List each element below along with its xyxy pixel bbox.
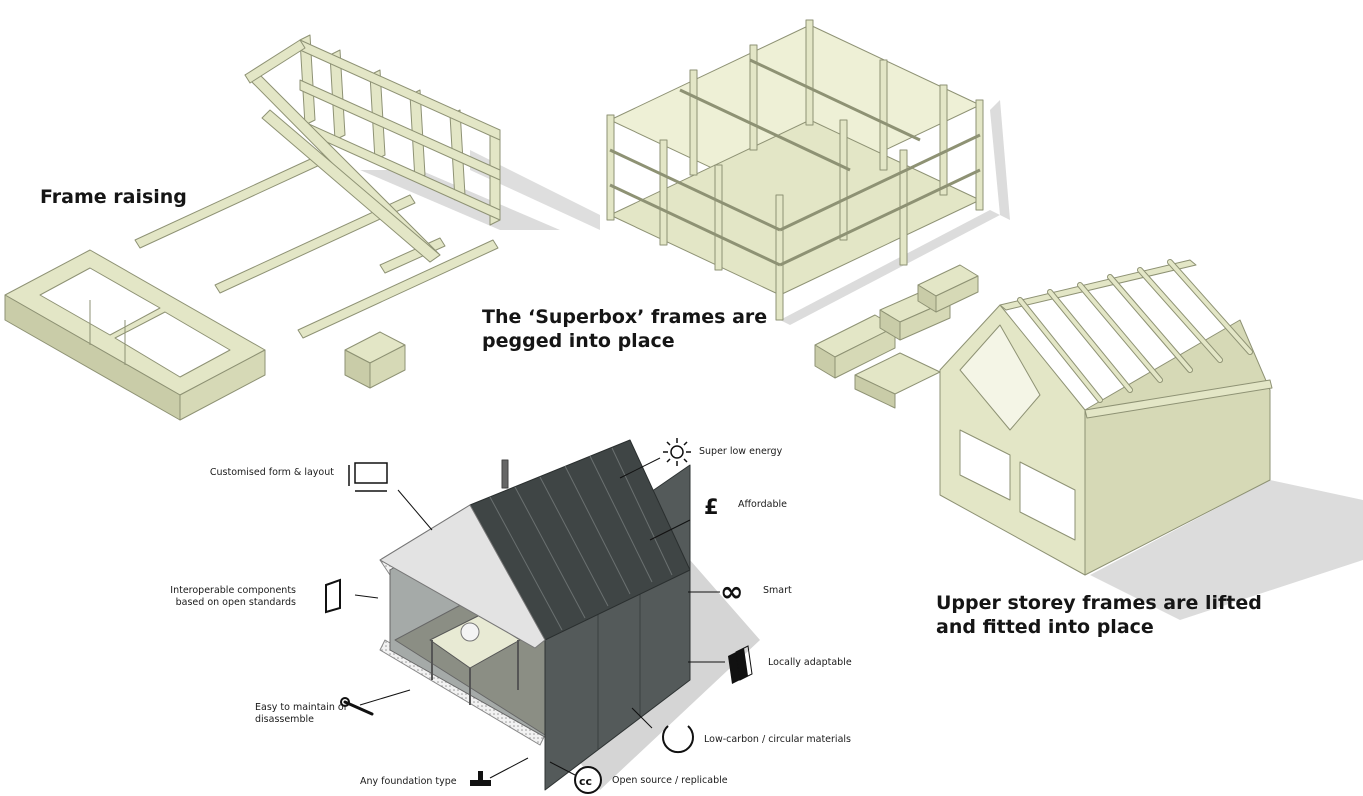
pound-icon: £ xyxy=(704,495,719,519)
cc-glyph: cc xyxy=(579,775,592,788)
foundation-icon xyxy=(470,771,491,786)
feature-adaptable: Locally adaptable xyxy=(768,657,852,668)
sun-icon xyxy=(663,438,691,466)
feature-maintain-line1: Easy to maintain or xyxy=(255,702,348,713)
infinity-icon: ∞ xyxy=(720,575,743,608)
feature-open-source: Open source / replicable xyxy=(612,775,728,786)
block-stack xyxy=(344,331,406,389)
circular-materials-icon xyxy=(662,725,694,754)
interoperable-door-icon xyxy=(325,578,341,614)
feature-leader-lines xyxy=(354,457,725,779)
caption-upper-storey-line1: Upper storey frames are lifted xyxy=(936,592,1262,614)
feature-customised: Customised form & layout xyxy=(209,467,334,478)
caption-superbox-line2: pegged into place xyxy=(482,330,675,352)
floor-panels xyxy=(814,264,979,409)
feature-interoperable-line2: based on open standards xyxy=(175,597,296,608)
upper-storey-illustration xyxy=(939,259,1363,620)
adaptable-panel-icon xyxy=(728,645,753,684)
finished-house-illustration xyxy=(379,439,760,791)
caption-upper-storey: Upper storey frames are lifted and fitte… xyxy=(936,591,1262,639)
feature-affordable: Affordable xyxy=(738,499,787,510)
feature-interoperable-line1: Interoperable components xyxy=(170,585,296,596)
feature-low-energy: Super low energy xyxy=(699,446,783,457)
feature-interoperable: Interoperable components based on open s… xyxy=(160,585,296,609)
wrench-icon xyxy=(340,697,374,716)
frame-raising-illustration xyxy=(4,34,600,421)
caption-superbox-line1: The ‘Superbox’ frames are xyxy=(482,306,768,328)
customised-layout-icon xyxy=(348,462,388,492)
feature-low-carbon: Low-carbon / circular materials xyxy=(704,734,851,745)
caption-frame-raising: Frame raising xyxy=(40,186,187,208)
foundation-blocks xyxy=(4,249,266,421)
feature-foundation: Any foundation type xyxy=(360,776,457,787)
caption-upper-storey-line2: and fitted into place xyxy=(936,616,1154,638)
raised-frame xyxy=(244,34,501,263)
feature-maintain-line2: disassemble xyxy=(255,714,314,725)
caption-superbox: The ‘Superbox’ frames are pegged into pl… xyxy=(482,305,767,353)
sill-beams xyxy=(134,149,499,339)
feature-maintain: Easy to maintain or disassemble xyxy=(255,702,348,726)
creative-commons-icon: cc xyxy=(574,766,602,794)
feature-smart: Smart xyxy=(763,585,792,596)
superbox-illustration xyxy=(606,19,1010,409)
